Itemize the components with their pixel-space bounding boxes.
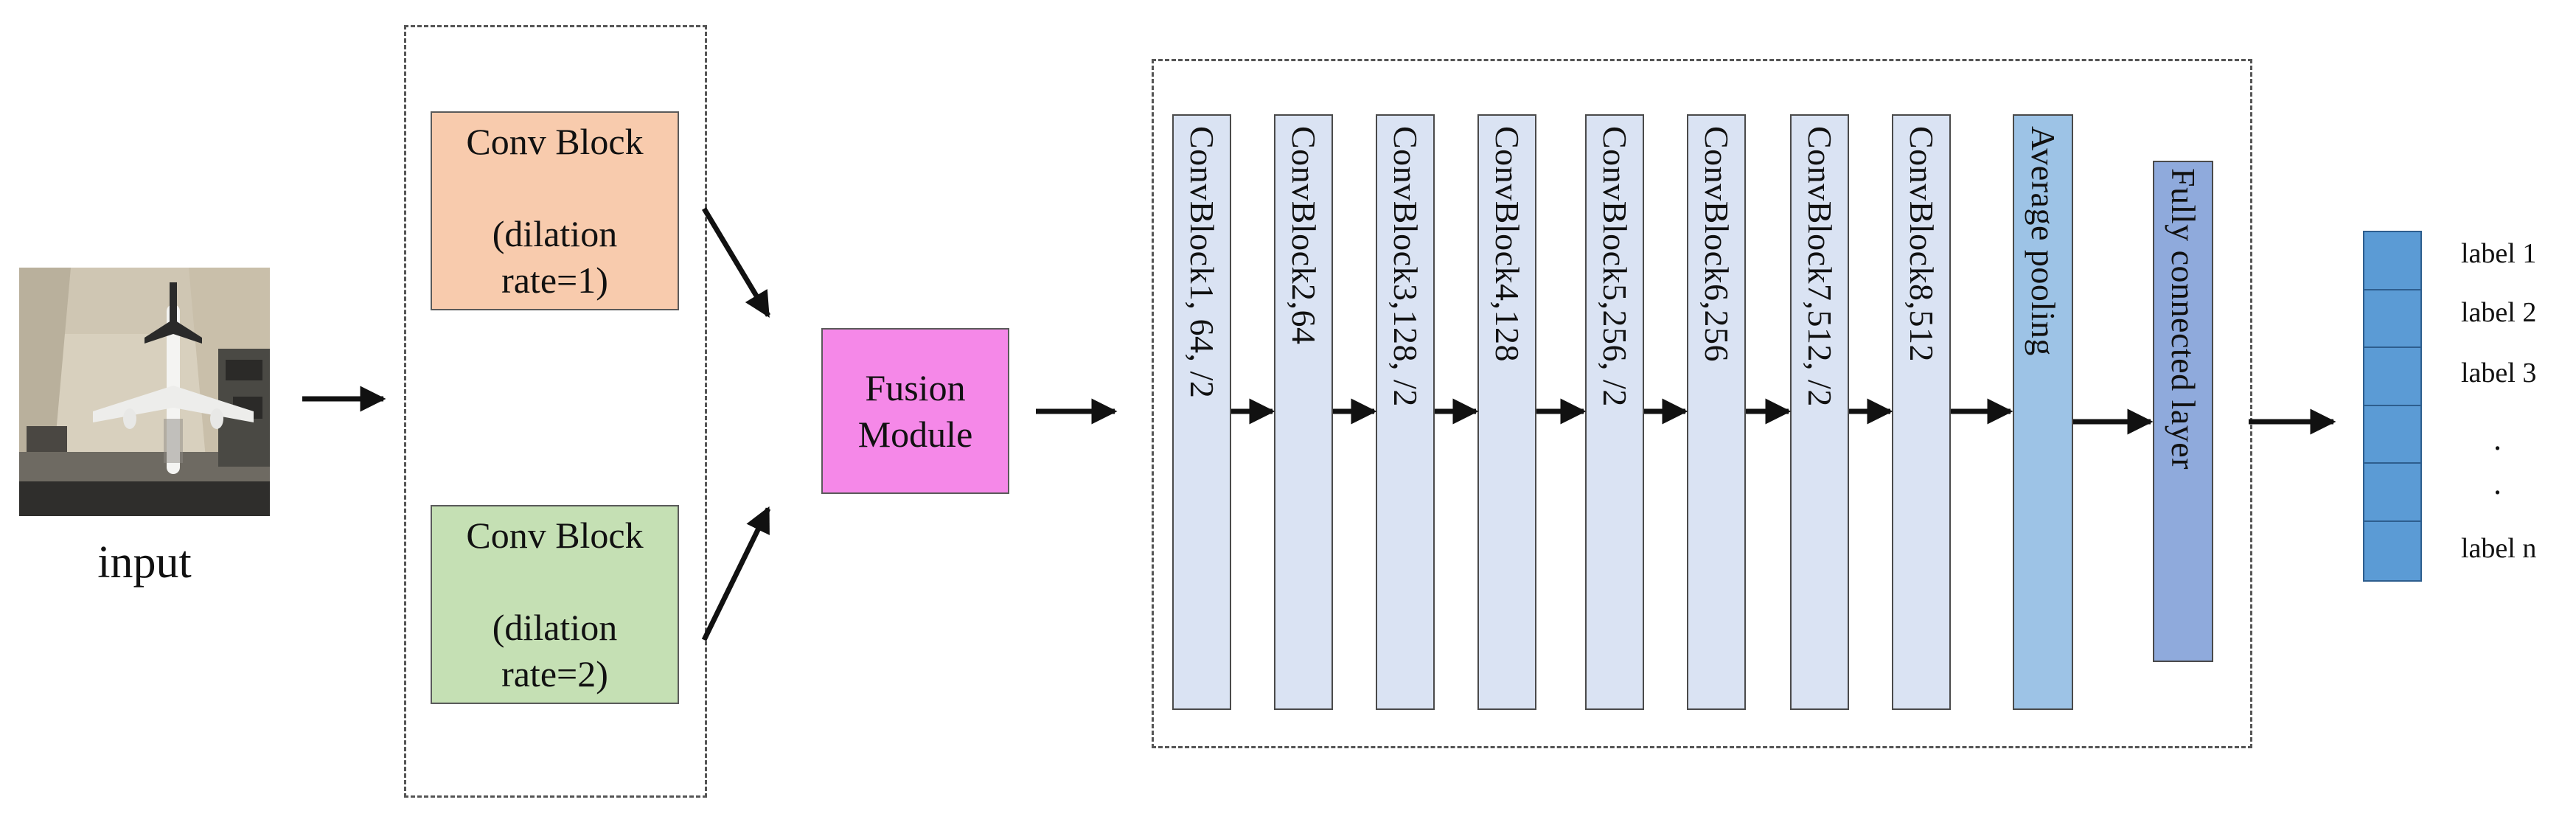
conv-block-dilation-2-title: Conv Block: [466, 515, 644, 556]
input-caption: input: [97, 537, 192, 588]
airplane-icon: [93, 282, 254, 474]
output-ellipsis-dot: .: [2493, 421, 2502, 457]
conv-block-4: ConvBlock4,128: [1477, 114, 1536, 710]
airplane-aerial-image: [19, 268, 270, 516]
conv-block-dilation-1-title: Conv Block: [466, 121, 644, 162]
fusion-module: Fusion Module: [821, 328, 1009, 494]
conv-block-dilation-2-detail: (dilation rate=2): [492, 607, 618, 694]
output-label-1: label 1: [2461, 238, 2537, 269]
conv-block-7: ConvBlock7,512, /2: [1790, 114, 1849, 710]
output-label-3: label 3: [2461, 358, 2537, 389]
arrow-branch1-to-fusion: [701, 207, 771, 318]
backbone-group-frame: [1152, 59, 2252, 748]
output-cell-divider: [2364, 405, 2420, 406]
conv-block-8-label: ConvBlock8,512: [1903, 126, 1940, 363]
conv-block-6-label: ConvBlock6,256: [1698, 126, 1736, 363]
conv-block-dilation-1: Conv Block (dilation rate=1): [431, 111, 679, 310]
conv-block-8: ConvBlock8,512: [1892, 114, 1951, 710]
output-cell-divider: [2364, 520, 2420, 522]
fusion-module-label: Fusion Module: [857, 367, 973, 455]
input-image: [19, 268, 270, 516]
arrow-branch2-to-fusion: [701, 506, 771, 641]
output-ellipsis-dot: .: [2493, 465, 2502, 501]
average-pooling-label: Average pooling: [2025, 126, 2062, 356]
conv-block-1-label: ConvBlock1, 64, /2: [1183, 126, 1221, 399]
output-cell-divider: [2364, 346, 2420, 348]
conv-block-6: ConvBlock6,256: [1687, 114, 1746, 710]
conv-block-4-label: ConvBlock4,128: [1489, 126, 1526, 363]
conv-block-dilation-2: Conv Block (dilation rate=2): [431, 505, 679, 704]
conv-block-3-label: ConvBlock3,128, /2: [1387, 126, 1424, 407]
output-label-n: label n: [2461, 533, 2537, 564]
conv-block-5: ConvBlock5,256, /2: [1585, 114, 1644, 710]
branch-group-frame: [404, 25, 707, 798]
conv-block-2-label: ConvBlock2,64: [1285, 126, 1323, 345]
fully-connected-block: Fully connected layer: [2153, 161, 2213, 662]
output-label-2: label 2: [2461, 297, 2537, 328]
fully-connected-label: Fully connected layer: [2165, 168, 2202, 470]
conv-block-1: ConvBlock1, 64, /2: [1172, 114, 1231, 710]
conv-block-7-label: ConvBlock7,512, /2: [1801, 126, 1839, 407]
output-vector: [2363, 231, 2422, 582]
conv-block-2: ConvBlock2,64: [1274, 114, 1333, 710]
average-pooling-block: Average pooling: [2013, 114, 2073, 710]
conv-block-5-label: ConvBlock5,256, /2: [1596, 126, 1634, 407]
output-cell-divider: [2364, 289, 2420, 290]
conv-block-3: ConvBlock3,128, /2: [1376, 114, 1435, 710]
conv-block-dilation-1-detail: (dilation rate=1): [492, 213, 618, 301]
output-cell-divider: [2364, 462, 2420, 464]
